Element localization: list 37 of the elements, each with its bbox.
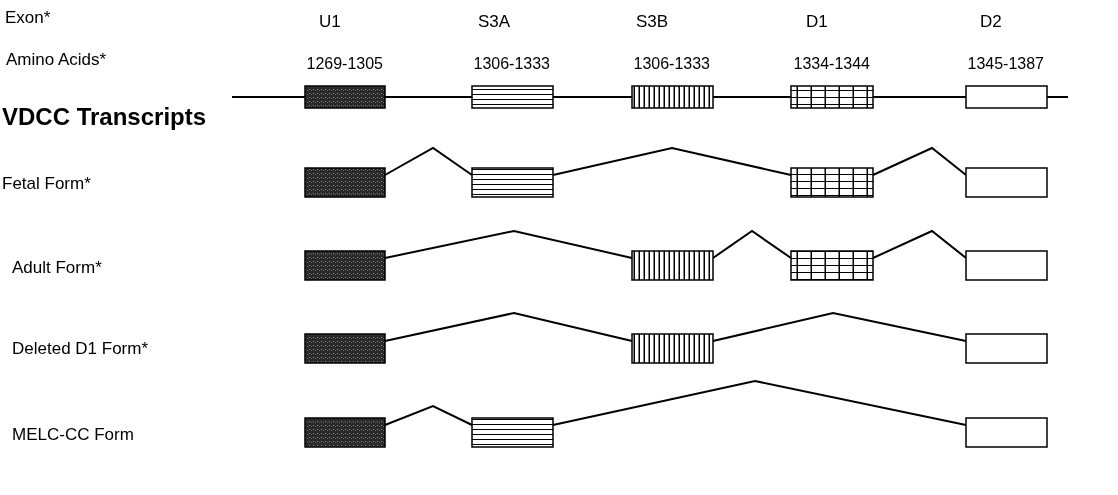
amino-acid-range: 1334-1344 (793, 54, 870, 74)
exon-box (471, 85, 554, 109)
amino-acid-range: 1345-1387 (967, 54, 1044, 74)
exon-box (631, 333, 714, 364)
exon-box (304, 85, 386, 109)
exon-name: D2 (980, 12, 1002, 32)
exon-box (471, 417, 554, 448)
exon-box (965, 250, 1048, 281)
exon-box (471, 167, 554, 198)
amino-acid-range: 1306-1333 (473, 54, 550, 74)
exon-box (790, 167, 874, 198)
exon-box (965, 167, 1048, 198)
exon-box (790, 85, 874, 109)
exon-box (631, 85, 714, 109)
exon-box (965, 417, 1048, 448)
exon-box (965, 85, 1048, 109)
row-label: Deleted D1 Form* (12, 339, 149, 359)
exon-box (304, 167, 386, 198)
section-heading: VDCC Transcripts (2, 103, 207, 131)
row-label: Adult Form* (12, 258, 102, 278)
exon-box (304, 417, 386, 448)
exon-box (631, 250, 714, 281)
row-label: MELC-CC Form (12, 425, 134, 445)
exon-box (965, 333, 1048, 364)
amino-acid-range: 1306-1333 (633, 54, 710, 74)
exon-name: U1 (319, 12, 341, 32)
row-heading: Amino Acids* (6, 50, 107, 70)
exon-box (304, 250, 386, 281)
row-heading: Exon* (5, 8, 51, 28)
exon-box (304, 333, 386, 364)
exon-name: S3B (636, 12, 669, 32)
exon-name: S3A (478, 12, 511, 32)
exon-name: D1 (806, 12, 828, 32)
genomic-line (231, 96, 306, 98)
amino-acid-range: 1269-1305 (306, 54, 383, 74)
row-label: Fetal Form* (2, 174, 91, 194)
exon-box (790, 250, 874, 281)
